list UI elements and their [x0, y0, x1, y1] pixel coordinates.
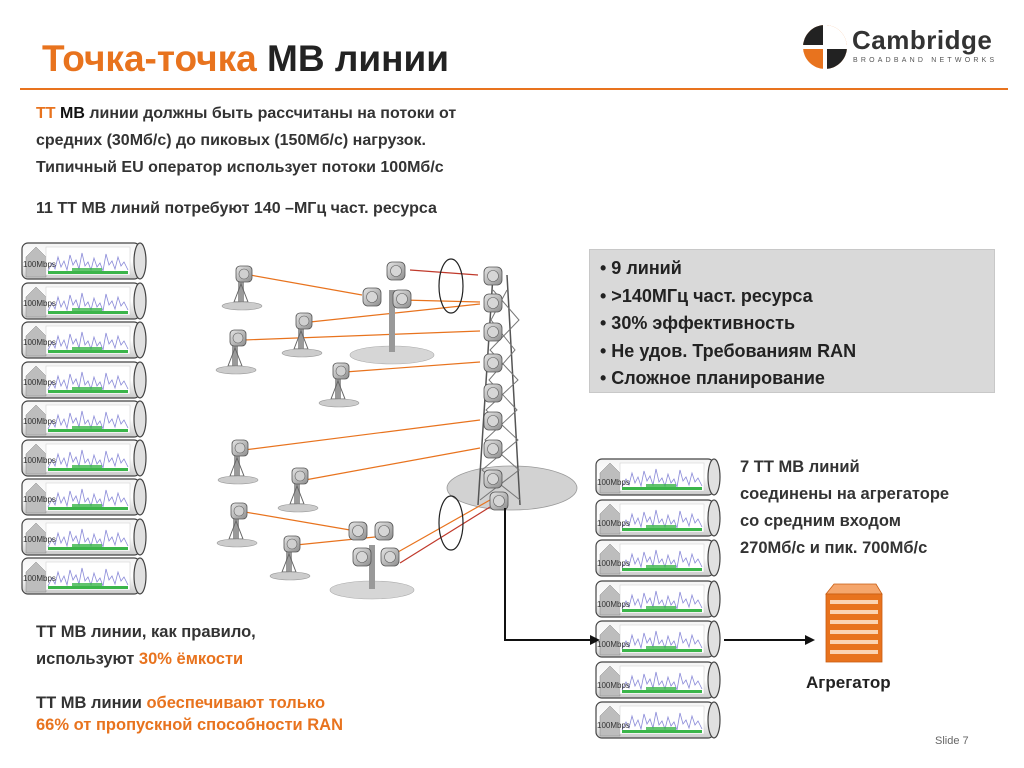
hub-base-main — [446, 465, 578, 511]
bottom-line-3-pre: ТТ МВ линии — [36, 694, 147, 712]
summary-box: • 9 линий • >140МГц част. ресурса • 30% … — [589, 249, 995, 393]
link-pipe-icon — [595, 620, 721, 658]
hub-lower — [348, 521, 400, 589]
link-label: 100Mbps — [597, 640, 630, 649]
link-labels-left: 100Mbps 100Mbps 100Mbps 100Mbps 100Mbps … — [23, 260, 56, 583]
link-pipe-icon — [595, 701, 721, 739]
tower-icon — [277, 467, 319, 513]
bullet-item: • >140МГц част. ресурса — [600, 285, 813, 306]
antenna-icon — [362, 287, 382, 307]
bottom-line-2-hl: 30% ёмкости — [138, 650, 244, 668]
link-marker — [438, 258, 464, 314]
intro-mv: МВ — [55, 105, 85, 122]
link-label: 100Mbps — [23, 574, 56, 583]
link-label: 100Mbps — [23, 299, 56, 308]
link-pipe-icon — [595, 661, 721, 699]
bottom-line-3: ТТ МВ линии обеспечивают только — [36, 690, 325, 717]
intro-line-1-rest: линии должны быть рассчитаны на потоки о… — [84, 105, 457, 122]
arrow-head — [590, 635, 600, 645]
link-label: 100Mbps — [23, 495, 56, 504]
link-label: 100Mbps — [597, 478, 630, 487]
antenna-icon — [483, 266, 503, 286]
bottom-line-2: используют 30% ёмкости — [36, 646, 243, 673]
link-pipe-icon — [595, 539, 721, 577]
tower-icon — [318, 362, 360, 408]
antenna-icon — [374, 521, 394, 541]
antenna-icon — [352, 547, 372, 567]
link-label: 100Mbps — [597, 559, 630, 568]
arrow-head — [805, 635, 815, 645]
antenna-icon — [392, 289, 412, 309]
tower-icon — [217, 439, 259, 485]
link-labels-right: 100Mbps 100Mbps 100Mbps 100Mbps 100Mbps … — [597, 478, 630, 730]
bottom-line-4: 66% от пропускной способности RAN — [36, 712, 343, 739]
intro-line-3: Типичный EU оператор использует потоки 1… — [36, 159, 444, 176]
link-label: 100Mbps — [23, 378, 56, 387]
antenna-icon — [489, 491, 509, 511]
link-label: 100Mbps — [23, 456, 56, 465]
antenna-icon — [483, 383, 503, 403]
intro-tt: ТТ — [36, 105, 56, 122]
bullet-item: • Сложное планирование — [600, 368, 825, 388]
arrow-to-links — [504, 508, 590, 641]
hub-upper — [362, 261, 412, 352]
title-underline — [20, 88, 1008, 90]
tower-icon — [221, 265, 263, 311]
red-link — [399, 506, 491, 564]
bullet-item: • 9 линий — [600, 258, 682, 278]
antenna-icon — [483, 411, 503, 431]
title-highlight: Точка-точка — [42, 38, 257, 79]
slide-number: Slide 7 — [935, 735, 969, 747]
link-label: 100Mbps — [597, 681, 630, 690]
radio-links — [243, 269, 491, 553]
page-title: Точка-точка МВ линии — [42, 38, 449, 80]
tower-icon — [215, 329, 257, 375]
logo-tagline: BROADBAND NETWORKS — [853, 57, 998, 64]
link-pipe-icon — [595, 580, 721, 618]
logo-wordmark: Cambridge — [852, 25, 993, 55]
aggregator-label: Агрегатор — [806, 673, 891, 692]
bullet-item: • Не удов. Требованиям RAN — [600, 340, 857, 361]
aggregation-note: 7 ТТ МВ линий соединены на агрегаторе со… — [740, 454, 949, 562]
link-label: 100Mbps — [23, 338, 56, 347]
link-marker — [438, 495, 464, 551]
link-label: 100Mbps — [597, 600, 630, 609]
bottom-line-4-text: 66% от пропускной способности RAN — [36, 716, 344, 734]
antenna-icon — [483, 293, 503, 313]
bottom-line-1: ТТ МВ линии, как правило, — [36, 623, 256, 641]
link-label: 100Mbps — [23, 535, 56, 544]
cambridge-logo-icon — [803, 25, 847, 69]
aggregation-note-line: 7 ТТ МВ линий — [740, 458, 860, 476]
aggregation-note-line: 270Мб/с и пик. 700Мб/с — [740, 539, 928, 557]
bottom-line-2-pre: используют — [36, 650, 139, 668]
aggregation-note-line: со средним входом — [740, 512, 901, 530]
title-rest: МВ линии — [256, 38, 449, 79]
link-label: 100Mbps — [597, 721, 630, 730]
bottom-line-3-hl: обеспечивают только — [146, 694, 326, 712]
link-label: 100Mbps — [23, 417, 56, 426]
remote-sites — [215, 265, 360, 581]
antenna-icon — [483, 469, 503, 489]
link-label: 100Mbps — [597, 519, 630, 528]
antenna-icon — [483, 322, 503, 342]
antenna-icon — [483, 439, 503, 459]
link-label: 100Mbps — [23, 260, 56, 269]
antenna-icon — [483, 353, 503, 373]
intro-line-4: 11 ТТ МВ линий потребуют 140 –МГц част. … — [36, 200, 437, 217]
antenna-icon — [380, 547, 400, 567]
antenna-icon — [348, 521, 368, 541]
tower-icon — [216, 502, 258, 548]
aggregator-icon — [825, 583, 883, 663]
intro-line-2: средних (30Мб/с) до пиковых (150Мб/с) на… — [36, 132, 426, 149]
antenna-icon — [386, 261, 406, 281]
link-stack-right — [595, 458, 721, 739]
aggregation-note-line: соединены на агрегаторе — [740, 485, 950, 503]
intro-line-1: ТТ МВ линии должны быть рассчитаны на по… — [36, 100, 456, 127]
bullet-item: • 30% эффективность — [600, 313, 796, 333]
link-pipe-icon — [595, 499, 721, 537]
tower-icon — [269, 535, 311, 581]
link-pipe-icon — [595, 458, 721, 496]
tower-icon — [281, 312, 323, 358]
